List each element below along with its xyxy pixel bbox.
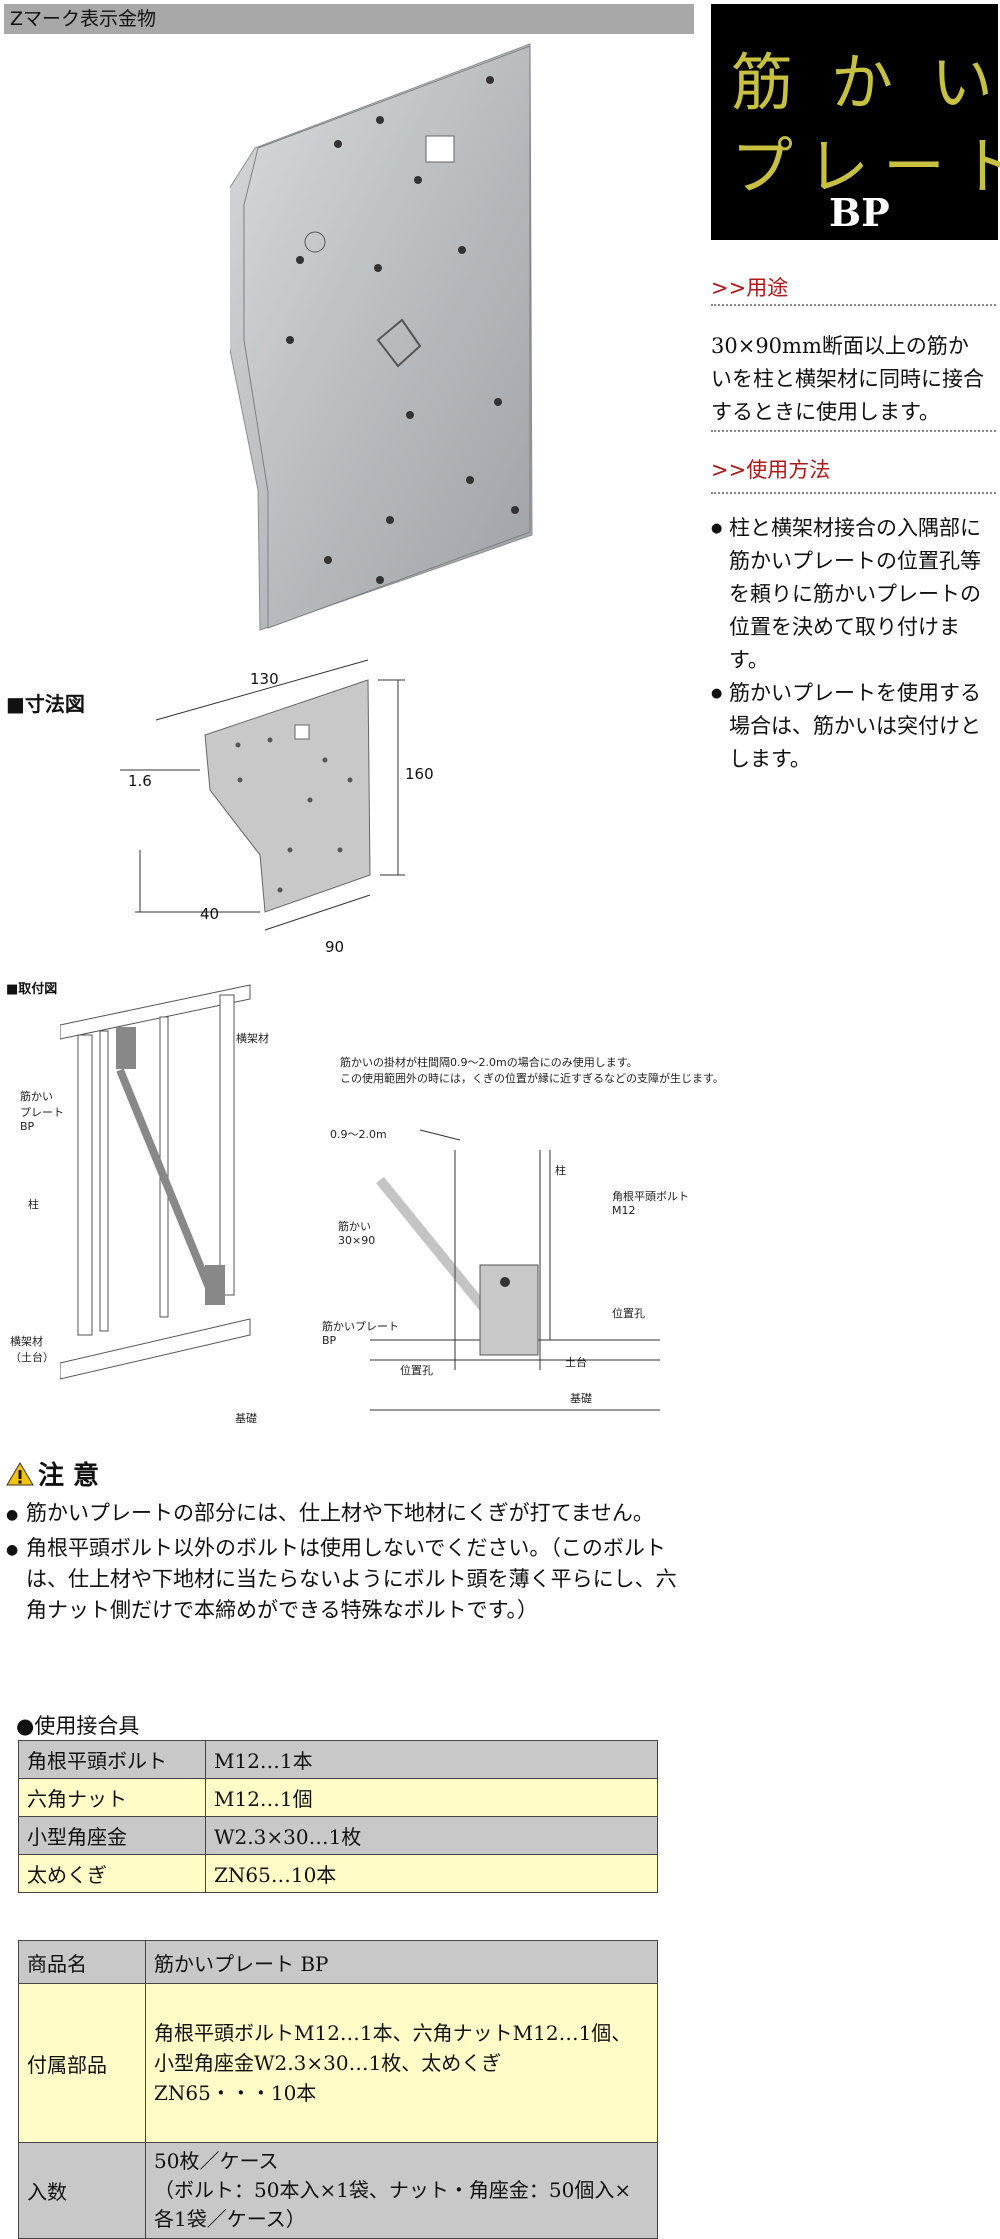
dim-bottom-width: 90 [325, 938, 345, 956]
caution-section: 注 意 筋かいプレートの部分には、仕上材や下地材にくぎが打てません。 角根平頭ボ… [6, 1455, 696, 1630]
section-header: Zマーク表示金物 [4, 4, 694, 34]
caution-item: 角根平頭ボルト以外のボルトは使用しないでください。（このボルトは、仕上材や下地材… [6, 1533, 696, 1626]
label-pos-hole-2: 位置孔 [400, 1364, 433, 1377]
table-cell: 六角ナット [18, 1778, 206, 1817]
label-sill-detail: 土台 [565, 1356, 587, 1369]
label-foundation-detail: 基礎 [570, 1392, 592, 1405]
label-beam: 横架材 [236, 1032, 269, 1045]
method-item: 柱と横架材接合の入隅部に筋かいプレートの位置孔等を頼りに筋かいプレートの位置を決… [711, 512, 986, 677]
usage-text: 30×90mm断面以上の筋かいを柱と横架材に同時に接合するときに使用します。 [711, 334, 984, 424]
table-row: 商品名筋かいプレート BP [18, 1940, 658, 1984]
divider [711, 492, 996, 494]
installation-heading: ■取付図 [6, 982, 58, 997]
dim-height: 160 [405, 765, 434, 783]
product-code: BP [829, 190, 890, 235]
label-plate: 筋かい プレート BP [20, 1090, 64, 1133]
dimension-heading: ■寸法図 [6, 692, 85, 716]
label-detail-plate: 筋かいプレート BP [322, 1320, 399, 1347]
dimension-drawing [120, 659, 405, 931]
warning-icon [6, 1461, 34, 1485]
table-cell: 筋かいプレート BP [145, 1940, 658, 1984]
installation-note: 筋かいの掛材が柱間隔0.9〜2.0mの場合にのみ使用します。 この使用範囲外の時… [340, 1056, 724, 1085]
label-pos-hole: 位置孔 [612, 1307, 645, 1320]
table-cell: 商品名 [18, 1940, 146, 1984]
label-span: 0.9〜2.0m [330, 1128, 387, 1141]
label-bolt: 角根平頭ボルト M12 [612, 1190, 689, 1217]
table-cell: 角根平頭ボルト [18, 1740, 206, 1779]
label-brace: 筋かい 30×90 [338, 1220, 376, 1247]
installation-detail-drawing [370, 1129, 660, 1411]
dim-thickness: 1.6 [128, 772, 152, 790]
product-photo [230, 43, 533, 631]
table-cell: W2.3×30…1枚 [205, 1816, 658, 1855]
label-column: 柱 [28, 1198, 39, 1211]
title-line1: 筋かい [731, 46, 993, 119]
table-row: 付属部品角根平頭ボルトM12…1本、六角ナットM12…1個、 小型角座金W2.3… [18, 1983, 658, 2143]
divider [711, 304, 996, 306]
label-foundation: 基礎 [235, 1412, 257, 1425]
usage-heading: >>用途 [711, 276, 789, 300]
table-cell: 50枚／ケース （ボルト：50本入×1袋、ナット・角座金：50個入×各1袋／ケー… [145, 2142, 658, 2239]
dim-width: 130 [250, 670, 279, 688]
installation-frame-drawing [60, 984, 251, 1380]
table-cell: 角根平頭ボルトM12…1本、六角ナットM12…1個、 小型角座金W2.3×30…… [145, 1983, 658, 2143]
label-detail-column: 柱 [555, 1164, 566, 1177]
hardware-table-caption: ●使用接合具 [16, 1714, 140, 1738]
product-table: 商品名筋かいプレート BP 付属部品角根平頭ボルトM12…1本、六角ナットM12… [18, 1940, 658, 2239]
label-sill: 横架材 （土台） [10, 1335, 54, 1364]
table-cell: 太めくぎ [18, 1854, 206, 1893]
divider [711, 430, 996, 432]
table-cell: 小型角座金 [18, 1816, 206, 1855]
method-list: 柱と横架材接合の入隅部に筋かいプレートの位置孔等を頼りに筋かいプレートの位置を決… [711, 512, 986, 776]
title-box: 筋かい プレート BP [711, 4, 1000, 240]
table-cell: M12…1個 [205, 1778, 658, 1817]
method-heading: >>使用方法 [711, 458, 831, 482]
dim-step: 40 [200, 905, 220, 923]
table-cell: ZN65…10本 [205, 1854, 658, 1893]
method-item: 筋かいプレートを使用する場合は、筋かいは突付けとします。 [711, 677, 986, 776]
table-cell: M12…1本 [205, 1740, 658, 1779]
caution-title: 注 意 [38, 1461, 100, 1491]
table-cell: 付属部品 [18, 1983, 146, 2143]
table-cell: 入数 [18, 2142, 146, 2239]
caution-item: 筋かいプレートの部分には、仕上材や下地材にくぎが打てません。 [6, 1498, 696, 1531]
title-line2: プレート [731, 130, 1000, 203]
